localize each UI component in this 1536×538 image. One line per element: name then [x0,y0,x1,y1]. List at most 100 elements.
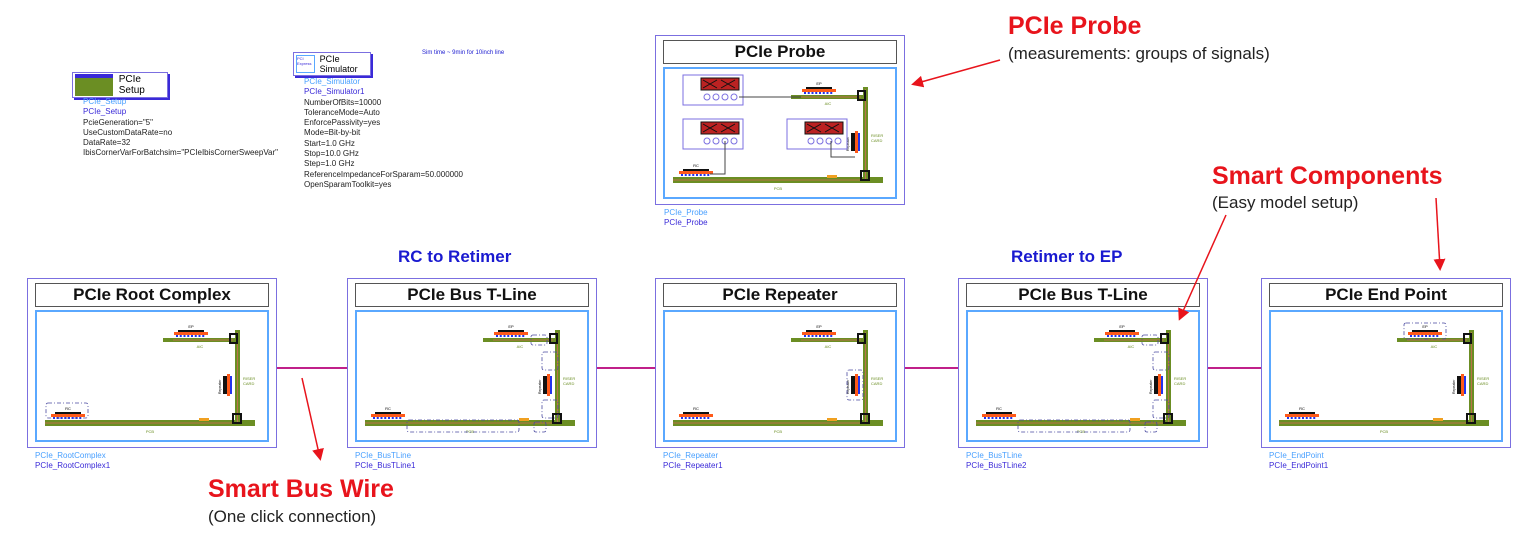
svg-text:Repeater: Repeater [846,379,850,394]
dashed-region [406,419,520,433]
dashed-region [530,334,548,346]
dashed-region [1152,399,1170,419]
svg-text:RISER: RISER [1174,376,1186,381]
pcie-simulator-component[interactable]: PCI Express PCIe Simulator [293,52,371,76]
dashed-region [1144,421,1158,433]
component-title: PCIe Bus T-Line [355,283,589,307]
annotation-title: Smart Components [1212,162,1443,190]
svg-text:EP: EP [816,81,822,86]
svg-text:CARD: CARD [1174,381,1185,386]
bus-wire[interactable] [905,367,958,369]
svg-text:RC: RC [693,406,699,411]
dashed-region [1152,351,1170,371]
annotation-subtitle: (measurements: groups of signals) [1008,44,1270,63]
pcie-setup-component[interactable]: PCIe Setup [72,72,168,98]
dashed-region [846,369,864,401]
dashed-region [1403,322,1447,340]
component-title: PCIe Probe [663,40,897,64]
simulator-label: PCIe Simulator [319,54,358,74]
svg-text:Repeater: Repeater [538,379,542,394]
annotation-title: PCIe Probe [1008,12,1142,40]
svg-text:Repeater: Repeater [1452,379,1456,394]
arrow [301,377,324,461]
svg-text:PCB: PCB [146,429,155,434]
svg-text:AIC: AIC [825,344,832,349]
svg-text:RISER: RISER [563,376,575,381]
svg-text:CARD: CARD [871,138,882,143]
sim-time-note: Sim time ~ 9min for 10inch line [422,50,505,56]
svg-text:CARD: CARD [243,381,254,386]
arrow [1433,197,1446,271]
svg-text:RC: RC [1299,406,1305,411]
svg-text:RISER: RISER [243,376,255,381]
svg-text:AIC: AIC [825,101,832,106]
pcie-express-icon: PCI Express [296,55,315,73]
link-label-rc-retimer: RC to Retimer [398,247,512,266]
setup-icon [75,74,113,96]
dashed-region [1017,419,1131,433]
svg-text:CARD: CARD [563,381,574,386]
svg-text:PCB: PCB [1077,429,1086,434]
arrow [911,59,1001,88]
svg-text:RC: RC [693,163,699,168]
annotation-title: Smart Bus Wire [208,475,394,503]
bus-wire[interactable] [277,367,347,369]
svg-text:RC: RC [65,406,71,411]
svg-text:RC: RC [385,406,391,411]
svg-text:RISER: RISER [871,133,883,138]
component-title: PCIe Root Complex [35,283,269,307]
dashed-region [1141,334,1159,346]
dashed-region [541,351,559,371]
dashed-region [541,399,559,419]
svg-text:PCB: PCB [774,186,783,191]
component-title: PCIe End Point [1269,283,1503,307]
svg-text:RISER: RISER [871,376,883,381]
svg-text:CARD: CARD [1477,381,1488,386]
arrow [1178,214,1227,321]
svg-text:PCB: PCB [466,429,475,434]
svg-text:Repeater: Repeater [1149,379,1153,394]
setup-label: PCIe Setup [118,74,145,96]
dashed-region [533,421,547,433]
svg-text:AIC: AIC [197,344,204,349]
annotation-subtitle: (Easy model setup) [1212,193,1359,212]
annotation-subtitle: (One click connection) [208,507,377,526]
link-label-retimer-ep: Retimer to EP [1011,247,1123,266]
bus-wire[interactable] [597,367,655,369]
bus-wire[interactable] [1208,367,1261,369]
svg-text:EP: EP [188,324,194,329]
svg-text:AIC: AIC [1431,344,1438,349]
component-title: PCIe Repeater [663,283,897,307]
svg-text:PCB: PCB [1380,429,1389,434]
svg-text:AIC: AIC [1128,344,1135,349]
component-title: PCIe Bus T-Line [966,283,1200,307]
svg-text:Repeater: Repeater [218,379,222,394]
svg-text:EP: EP [816,324,822,329]
svg-text:RC: RC [996,406,1002,411]
svg-text:Repeater: Repeater [846,136,850,151]
svg-text:AIC: AIC [517,344,524,349]
dashed-region [45,402,89,419]
svg-text:RISER: RISER [1477,376,1489,381]
